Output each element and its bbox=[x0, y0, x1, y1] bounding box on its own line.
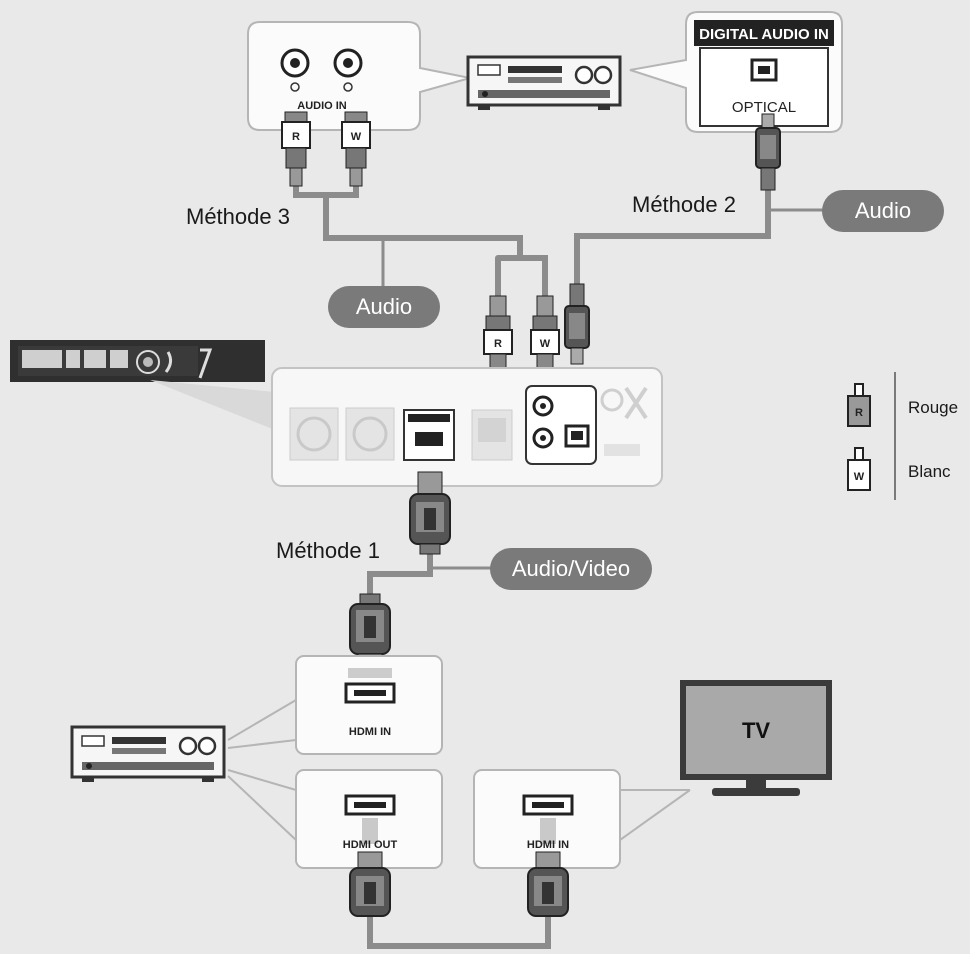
digital-audio-in-label: DIGITAL AUDIO IN bbox=[699, 26, 829, 43]
rca-jack-red bbox=[280, 48, 310, 92]
bluray-player bbox=[10, 340, 265, 382]
rca-jack-white bbox=[333, 48, 363, 92]
hdmi-in-tv-callout: HDMI IN bbox=[473, 769, 691, 869]
legend-white-letter: W bbox=[854, 471, 865, 483]
optical-plug-top bbox=[755, 113, 781, 191]
hdmi-out-callout: HDMI OUT bbox=[227, 769, 443, 869]
legend-rouge-label: Rouge bbox=[908, 398, 958, 417]
hdmi-in-tv-label: HDMI IN bbox=[527, 839, 569, 851]
legend-red-letter: R bbox=[855, 407, 863, 419]
hdmi-out-label: HDMI OUT bbox=[343, 839, 398, 851]
hdmi-plug-bottom-left bbox=[349, 851, 391, 917]
method1-label: Méthode 1 bbox=[276, 538, 380, 563]
plug-letter: R bbox=[292, 131, 300, 143]
audiovideo-pill-text: Audio/Video bbox=[512, 556, 630, 581]
legend-red-plug: R bbox=[847, 383, 871, 427]
audio-in-callout: AUDIO IN bbox=[247, 21, 471, 131]
rca-plug-red-mid: R bbox=[483, 295, 513, 369]
hdmi-bottom-cable bbox=[367, 907, 551, 949]
audiovideo-pill: Audio/Video bbox=[490, 548, 652, 590]
plug-letter: R bbox=[494, 338, 502, 350]
optical-label: OPTICAL bbox=[732, 99, 796, 116]
method3-cable-main bbox=[323, 192, 523, 261]
hdmi-plug-player bbox=[409, 471, 451, 555]
rca-plug-white-mid: W bbox=[530, 295, 560, 369]
legend: R W Rouge Blanc bbox=[847, 372, 958, 500]
plug-letter: W bbox=[351, 131, 362, 143]
player-rear-panel bbox=[271, 367, 663, 487]
method2-cable bbox=[574, 187, 771, 293]
method1-cable bbox=[367, 547, 433, 599]
method3-label: Méthode 3 bbox=[186, 204, 290, 229]
optical-plug-mid bbox=[564, 283, 590, 365]
audio-pill-right: Audio bbox=[822, 190, 944, 232]
legend-white-plug: W bbox=[847, 447, 871, 491]
method3-cable-split bbox=[495, 255, 548, 303]
receiver-top bbox=[466, 55, 622, 110]
receiver-bottom bbox=[70, 725, 226, 782]
digital-audio-in-callout: DIGITAL AUDIO IN OPTICAL bbox=[629, 11, 843, 133]
hdmi-plug-receiver-in bbox=[349, 593, 391, 671]
player-callout-pointer bbox=[150, 380, 275, 430]
audio-in-label: AUDIO IN bbox=[297, 100, 347, 112]
tv-label: TV bbox=[742, 718, 770, 743]
hdmi-in-receiver-label: HDMI IN bbox=[349, 726, 391, 738]
legend-blanc-label: Blanc bbox=[908, 462, 951, 481]
hdmi-plug-bottom-right bbox=[527, 851, 569, 917]
rca-plug-red-top: R bbox=[281, 111, 311, 187]
rca-plug-white-top: W bbox=[341, 111, 371, 187]
audio-pill-right-text: Audio bbox=[855, 198, 911, 223]
tv: TV bbox=[680, 680, 832, 796]
audio-pill-left-text: Audio bbox=[356, 294, 412, 319]
hdmi-in-receiver-callout: HDMI IN bbox=[227, 655, 443, 755]
audio-pill-left: Audio bbox=[328, 286, 440, 328]
plug-letter: W bbox=[540, 338, 551, 350]
method2-label: Méthode 2 bbox=[632, 192, 736, 217]
